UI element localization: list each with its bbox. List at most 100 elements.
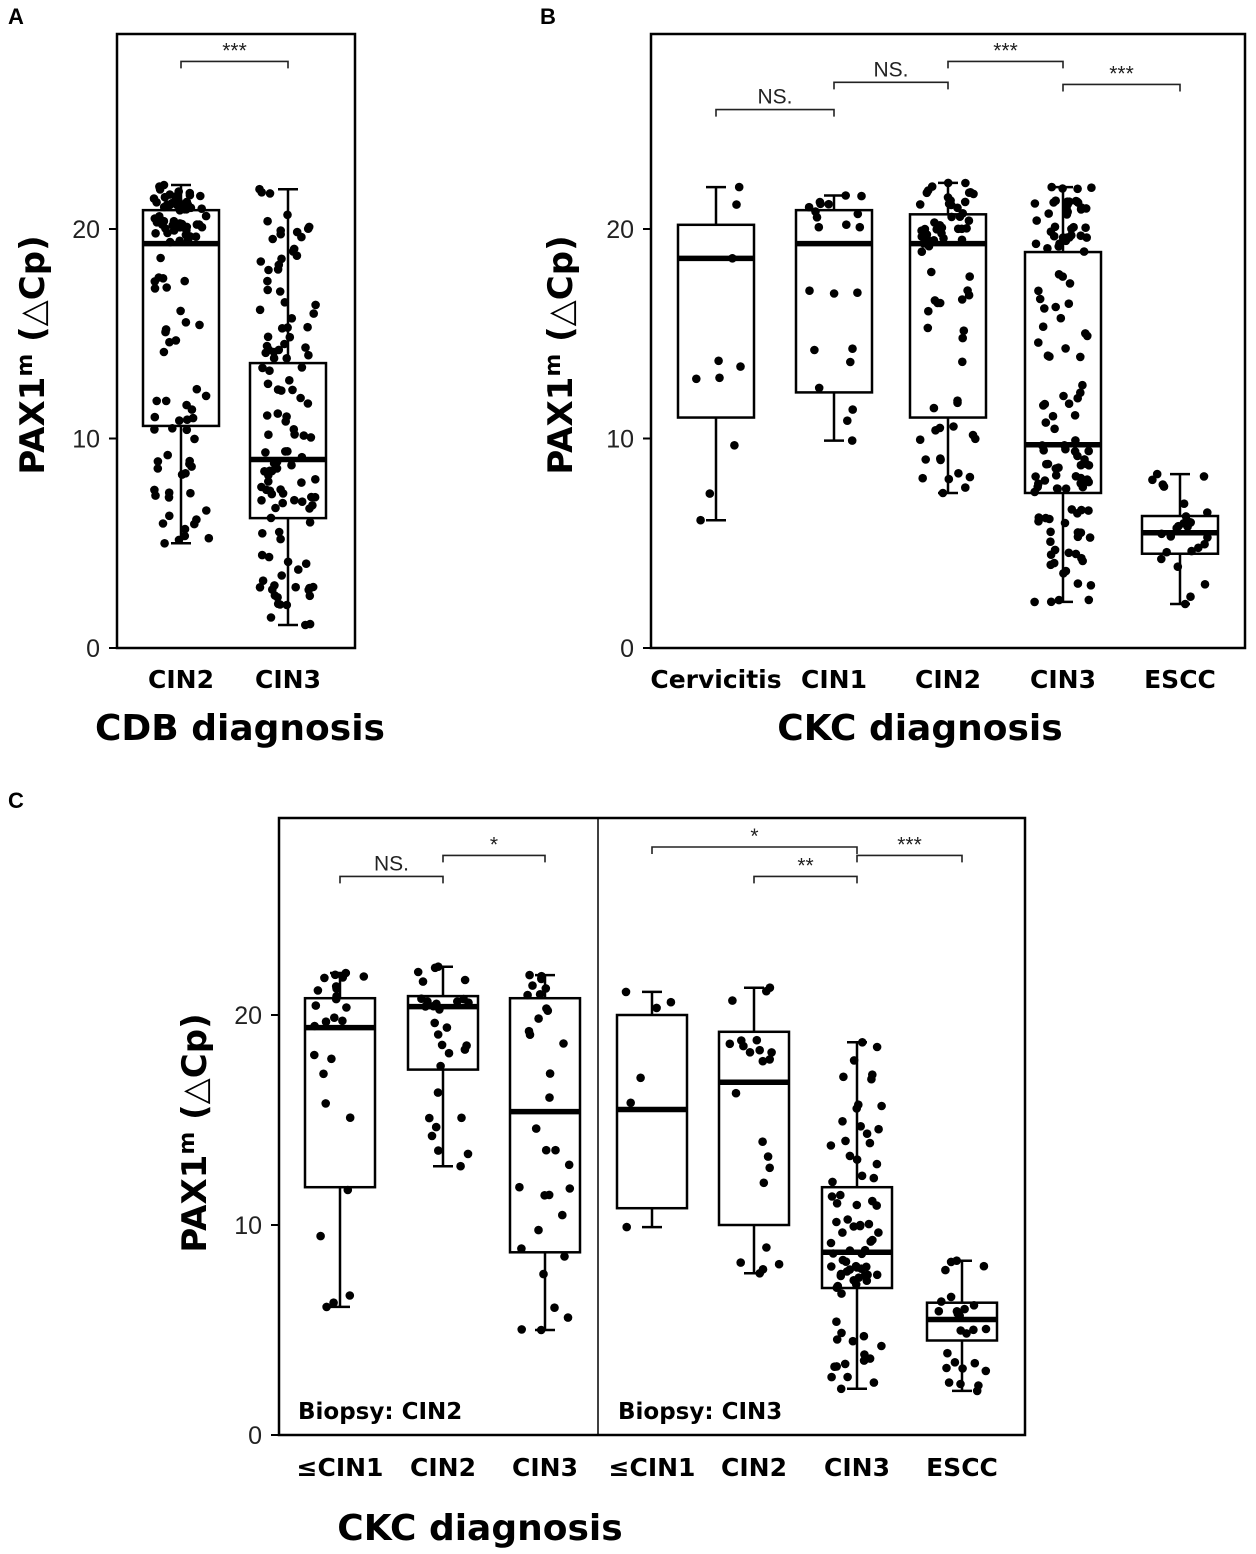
data-point: [958, 1364, 967, 1373]
data-point: [425, 1113, 434, 1123]
data-point: [283, 447, 292, 456]
data-point: [531, 1124, 541, 1133]
data-point: [292, 227, 302, 237]
data-point: [937, 223, 947, 232]
data-point: [306, 433, 316, 442]
data-point: [855, 1220, 865, 1230]
x-axis-title: CKC diagnosis: [337, 1508, 622, 1549]
data-point: [867, 1074, 876, 1084]
data-point: [1034, 338, 1043, 347]
category-label: ≤CIN1: [297, 1453, 384, 1482]
data-point: [540, 1191, 549, 1200]
data-point: [626, 1098, 635, 1108]
data-point: [759, 1178, 769, 1188]
data-point: [265, 189, 275, 198]
data-point: [423, 997, 432, 1006]
data-point: [849, 1056, 859, 1065]
data-point: [857, 1249, 867, 1259]
significance-label: *: [750, 825, 758, 848]
data-point: [429, 1001, 438, 1011]
data-point: [1045, 514, 1054, 524]
data-point: [1046, 560, 1055, 570]
data-point: [846, 357, 855, 367]
data-point: [437, 1040, 447, 1050]
data-point: [1061, 484, 1071, 494]
data-point: [263, 379, 273, 389]
data-point: [277, 571, 287, 580]
data-point: [258, 529, 267, 538]
data-point: [927, 267, 936, 277]
data-point: [964, 216, 974, 225]
data-point: [310, 1050, 319, 1060]
bracket-line: [1062, 83, 1181, 92]
data-point: [1080, 455, 1089, 464]
data-point: [456, 1161, 465, 1171]
data-point: [534, 1014, 543, 1023]
data-point: [763, 1152, 773, 1161]
data-point: [752, 1035, 762, 1045]
data-point: [915, 200, 925, 209]
data-point: [176, 306, 185, 316]
data-point: [164, 493, 174, 502]
bracket-line: [947, 60, 1064, 69]
data-point: [1071, 436, 1080, 445]
data-point: [872, 1270, 882, 1280]
data-point: [266, 613, 276, 622]
data-point: [838, 1228, 847, 1237]
data-point: [826, 1238, 836, 1248]
data-point: [947, 212, 956, 222]
data-point: [303, 224, 313, 233]
box-group-4: [1023, 182, 1103, 607]
data-point: [1065, 279, 1075, 288]
data-point: [342, 1003, 351, 1012]
data-point: [258, 576, 268, 585]
data-point: [287, 460, 296, 470]
data-point: [321, 1099, 331, 1108]
data-point: [921, 455, 930, 464]
data-point: [1040, 304, 1049, 313]
data-point: [966, 188, 975, 197]
data-point: [1203, 508, 1212, 517]
data-point: [929, 403, 939, 413]
data-point: [517, 1325, 526, 1334]
data-point: [175, 206, 185, 215]
data-point: [965, 272, 974, 281]
data-point: [758, 1137, 767, 1146]
data-point: [917, 247, 927, 256]
data-point: [430, 1018, 440, 1028]
box-group-1: [303, 968, 377, 1312]
data-point: [981, 1366, 991, 1376]
box-iqr: [1023, 250, 1103, 495]
data-point: [463, 1149, 473, 1159]
data-point: [1069, 222, 1078, 232]
data-point: [915, 435, 925, 445]
data-point: [652, 1003, 661, 1013]
data-point: [814, 222, 824, 232]
data-point: [957, 295, 967, 304]
data-point: [523, 990, 532, 1000]
box-group-3: [508, 970, 582, 1335]
data-point: [434, 1146, 443, 1155]
data-point: [264, 430, 273, 440]
data-point: [1181, 512, 1191, 521]
data-point: [857, 191, 866, 201]
data-point: [291, 582, 301, 592]
data-point: [161, 327, 170, 337]
data-point: [345, 1291, 355, 1300]
data-point: [1166, 532, 1176, 541]
data-point: [946, 200, 956, 210]
data-point: [201, 391, 211, 401]
data-point: [1050, 222, 1060, 232]
data-point: [168, 424, 177, 433]
data-point: [767, 1048, 776, 1057]
data-point: [1162, 547, 1171, 557]
data-point: [758, 1265, 768, 1274]
data-point: [280, 339, 289, 349]
data-point: [274, 527, 284, 537]
data-point: [841, 1257, 851, 1266]
data-point: [862, 1129, 872, 1138]
data-point: [261, 348, 271, 358]
data-point: [715, 373, 724, 383]
data-point: [171, 336, 181, 345]
y-tick-label: 20: [234, 1002, 262, 1030]
